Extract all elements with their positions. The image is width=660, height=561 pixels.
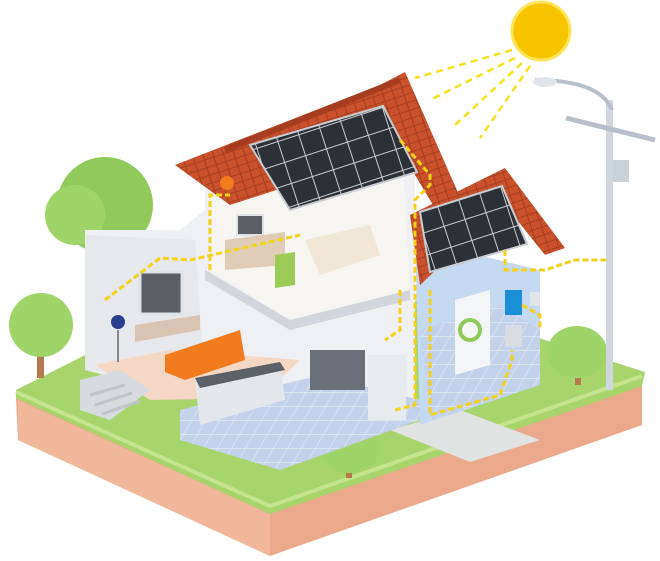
inverter (505, 290, 522, 315)
wall-lamp (220, 176, 234, 190)
fridge (368, 355, 406, 420)
sofa (165, 330, 245, 380)
battery-charge-icon (458, 318, 482, 342)
furniture (111, 176, 406, 425)
chair (275, 252, 295, 288)
sun (414, 0, 572, 139)
electrical-wiring (104, 139, 608, 417)
main-solar-panel (248, 104, 419, 212)
computer (236, 214, 264, 236)
annex (410, 168, 565, 425)
bed (305, 225, 380, 275)
walkway (390, 410, 540, 462)
battery-unit (455, 290, 490, 375)
tv-stand (135, 315, 200, 342)
tv (138, 270, 184, 316)
stove (310, 350, 365, 390)
controller (505, 325, 522, 347)
tree-left (9, 293, 73, 378)
floor-lamp (111, 315, 125, 329)
front-stairs (80, 370, 150, 420)
utility-pole (533, 77, 656, 390)
main-roof (175, 72, 470, 225)
tree-right (547, 326, 607, 385)
annex-solar-panel (418, 184, 529, 274)
sun-rays (414, 48, 532, 139)
meter (530, 292, 540, 306)
